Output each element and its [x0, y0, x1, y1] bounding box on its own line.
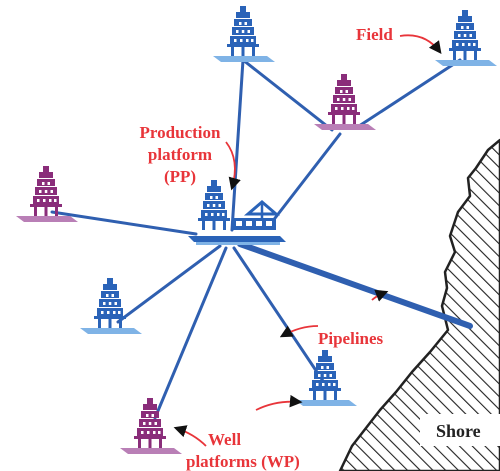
pipeline-bottom-left [153, 246, 228, 420]
shore-label: Shore [436, 421, 481, 441]
field-arrow [399, 34, 442, 55]
pp-label-line2: platform [148, 145, 212, 164]
well-platform-bottom-left [120, 398, 182, 454]
pipelines-arrow-lower [279, 325, 319, 338]
wp-label-line2: platforms (WP) [186, 452, 300, 471]
pipeline-top [230, 58, 245, 232]
well-platform-lower-left [80, 278, 142, 334]
field-label: Field [356, 25, 393, 44]
pipeline-left [50, 210, 198, 236]
shore [338, 138, 500, 471]
pipeline-mid-pp [270, 132, 342, 224]
pipelines-label: Pipelines [318, 329, 384, 348]
wp-arrow-left [173, 425, 207, 447]
pipeline-top-mid [241, 58, 334, 132]
wp-label-line1: Well [208, 430, 241, 449]
pipelines-arrow-upper [371, 289, 389, 302]
well-platform-bottom-right [295, 350, 357, 406]
pipelines [50, 58, 462, 420]
pipeline-bottom-right [232, 246, 327, 386]
pipeline-lower-left [116, 244, 222, 324]
wp-arrow-right [255, 394, 303, 411]
pp-arrow [225, 141, 241, 191]
well-platform-field [435, 10, 497, 66]
production-platform [188, 180, 286, 245]
well-platform-top [213, 6, 275, 62]
pp-label-line1: Production [140, 123, 221, 142]
pipeline-field-mid [354, 58, 462, 130]
label-arrows [173, 34, 442, 447]
pp-label-line3: (PP) [164, 167, 196, 186]
pipeline-to-shore [237, 241, 473, 329]
